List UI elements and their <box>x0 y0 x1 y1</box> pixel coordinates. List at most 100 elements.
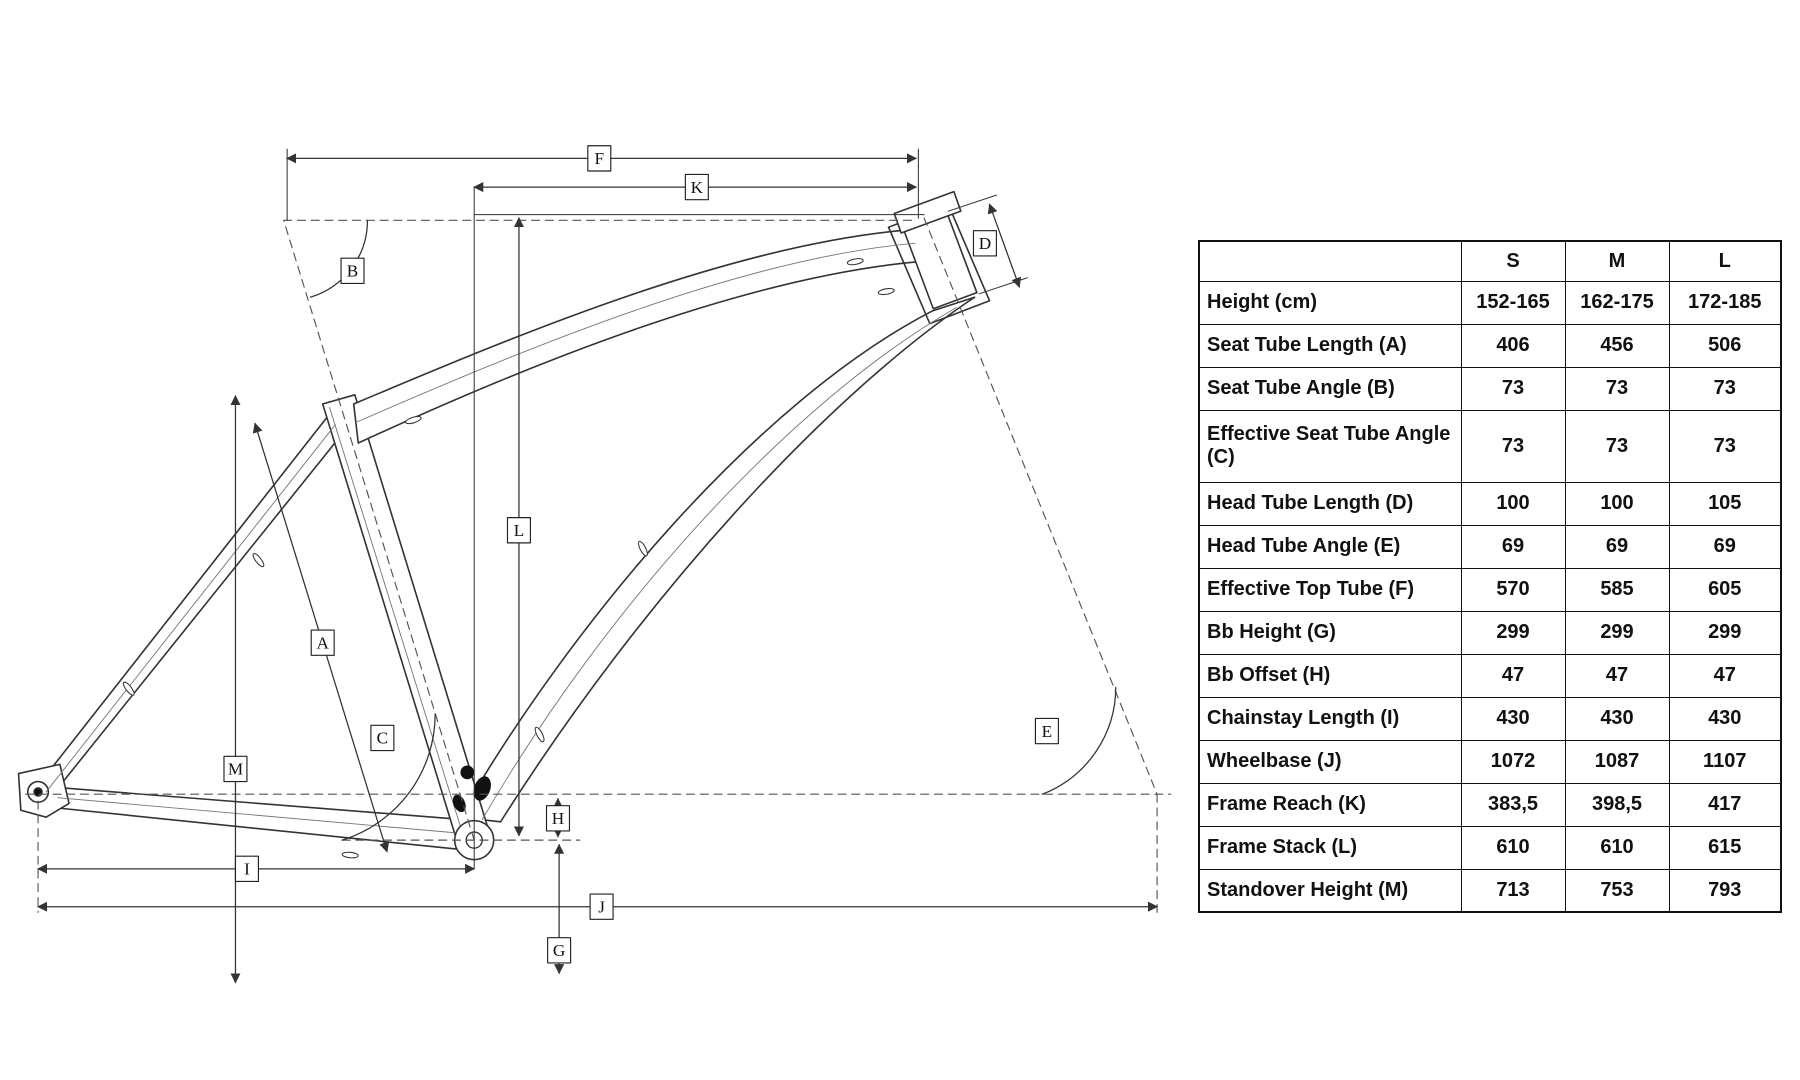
construction-lines <box>24 217 1172 914</box>
table-row: Seat Tube Length (A) 406 456 506 <box>1198 323 1782 368</box>
table-cell: 430 <box>1668 696 1782 741</box>
table-cell: 430 <box>1564 696 1670 741</box>
table-row: Frame Reach (K) 383,5 398,5 417 <box>1198 782 1782 827</box>
row-label: Height (cm) <box>1198 280 1462 325</box>
label-F-text: F <box>595 149 605 168</box>
table-cell: 73 <box>1460 409 1566 483</box>
column-header-s: S <box>1460 240 1566 282</box>
table-cell: 73 <box>1564 366 1670 411</box>
table-cell: 69 <box>1460 524 1566 569</box>
table-row: Head Tube Angle (E) 69 69 69 <box>1198 524 1782 569</box>
label-B: B <box>340 257 365 285</box>
label-G-text: G <box>553 941 565 960</box>
table-cell: 162-175 <box>1564 280 1670 325</box>
table-row: Bb Height (G) 299 299 299 <box>1198 610 1782 655</box>
label-M-text: M <box>228 760 243 779</box>
label-A-text: A <box>316 633 329 652</box>
label-K-text: K <box>691 178 704 197</box>
table-cell: 1107 <box>1668 739 1782 784</box>
table-cell: 73 <box>1460 366 1566 411</box>
table-cell: 605 <box>1668 567 1782 612</box>
table-cell: 73 <box>1668 366 1782 411</box>
table-row: Wheelbase (J) 1072 1087 1107 <box>1198 739 1782 784</box>
label-G: G <box>547 937 572 964</box>
table-cell: 105 <box>1668 481 1782 526</box>
label-B-text: B <box>347 262 358 281</box>
table-row: Height (cm) 152-165 162-175 172-185 <box>1198 280 1782 325</box>
table-cell: 73 <box>1564 409 1670 483</box>
column-header-l: L <box>1668 240 1782 282</box>
label-M: M <box>223 755 248 783</box>
table-row: Seat Tube Angle (B) 73 73 73 <box>1198 366 1782 411</box>
row-label: Bb Offset (H) <box>1198 653 1462 698</box>
frame-diagram-svg: F K B D L <box>17 145 1172 984</box>
derailleur-pulley <box>460 765 475 780</box>
table-cell: 615 <box>1668 825 1782 870</box>
geometry-table-container: S M L Height (cm) 152-165 162-175 172-18… <box>1198 240 1782 913</box>
table-cell: 398,5 <box>1564 782 1670 827</box>
angle-arc-effective-seat-C <box>341 713 436 841</box>
table-cell: 47 <box>1668 653 1782 698</box>
row-label: Frame Reach (K) <box>1198 782 1462 827</box>
table-cell: 406 <box>1460 323 1566 368</box>
angle-arc-head-tube-E <box>1041 686 1117 795</box>
corner-cell <box>1198 240 1462 282</box>
table-cell: 456 <box>1564 323 1670 368</box>
table-row: Head Tube Length (D) 100 100 105 <box>1198 481 1782 526</box>
dimension-labels: F K B D L <box>223 145 1059 964</box>
label-C: C <box>370 724 395 752</box>
label-E-text: E <box>1042 722 1053 741</box>
column-header-m: M <box>1564 240 1670 282</box>
row-label: Chainstay Length (I) <box>1198 696 1462 741</box>
table-cell: 753 <box>1564 868 1670 913</box>
row-label: Head Tube Length (D) <box>1198 481 1462 526</box>
table-cell: 69 <box>1668 524 1782 569</box>
label-L: L <box>506 517 532 544</box>
table-cell: 152-165 <box>1460 280 1566 325</box>
label-I: I <box>234 855 259 883</box>
row-label: Seat Tube Length (A) <box>1198 323 1462 368</box>
label-J: J <box>589 893 614 920</box>
row-label: Seat Tube Angle (B) <box>1198 366 1462 411</box>
row-label: Effective Top Tube (F) <box>1198 567 1462 612</box>
table-cell: 299 <box>1460 610 1566 655</box>
table-cell: 793 <box>1668 868 1782 913</box>
label-J-text: J <box>598 897 605 916</box>
table-cell: 172-185 <box>1668 280 1782 325</box>
table-row: Effective Seat Tube Angle (C) 73 73 73 <box>1198 409 1782 483</box>
table-cell: 47 <box>1564 653 1670 698</box>
table-cell: 610 <box>1460 825 1566 870</box>
label-A: A <box>310 629 335 656</box>
table-cell: 299 <box>1668 610 1782 655</box>
table-cell: 430 <box>1460 696 1566 741</box>
table-cell: 610 <box>1564 825 1670 870</box>
label-D: D <box>972 230 997 257</box>
table-cell: 570 <box>1460 567 1566 612</box>
table-cell: 100 <box>1564 481 1670 526</box>
table-cell: 1072 <box>1460 739 1566 784</box>
label-D-text: D <box>979 234 991 253</box>
frame-tubes <box>17 190 991 851</box>
table-cell: 713 <box>1460 868 1566 913</box>
table-row: Bb Offset (H) 47 47 47 <box>1198 653 1782 698</box>
label-F: F <box>587 145 612 172</box>
head-tube-top-cap <box>893 190 962 234</box>
label-K: K <box>684 173 709 201</box>
head-axis-extension <box>923 217 1158 795</box>
table-row: Chainstay Length (I) 430 430 430 <box>1198 696 1782 741</box>
row-label: Head Tube Angle (E) <box>1198 524 1462 569</box>
table-cell: 417 <box>1668 782 1782 827</box>
table-cell: 69 <box>1564 524 1670 569</box>
derailleur-cage <box>452 794 466 813</box>
label-H: H <box>545 805 571 832</box>
row-label: Wheelbase (J) <box>1198 739 1462 784</box>
row-label: Frame Stack (L) <box>1198 825 1462 870</box>
table-cell: 383,5 <box>1460 782 1566 827</box>
table-cell: 299 <box>1564 610 1670 655</box>
table-row: Effective Top Tube (F) 570 585 605 <box>1198 567 1782 612</box>
frame-geometry-diagram: F K B D L <box>17 145 1172 984</box>
table-cell: 73 <box>1668 409 1782 483</box>
row-label: Standover Height (M) <box>1198 868 1462 913</box>
down-tube <box>458 296 976 823</box>
